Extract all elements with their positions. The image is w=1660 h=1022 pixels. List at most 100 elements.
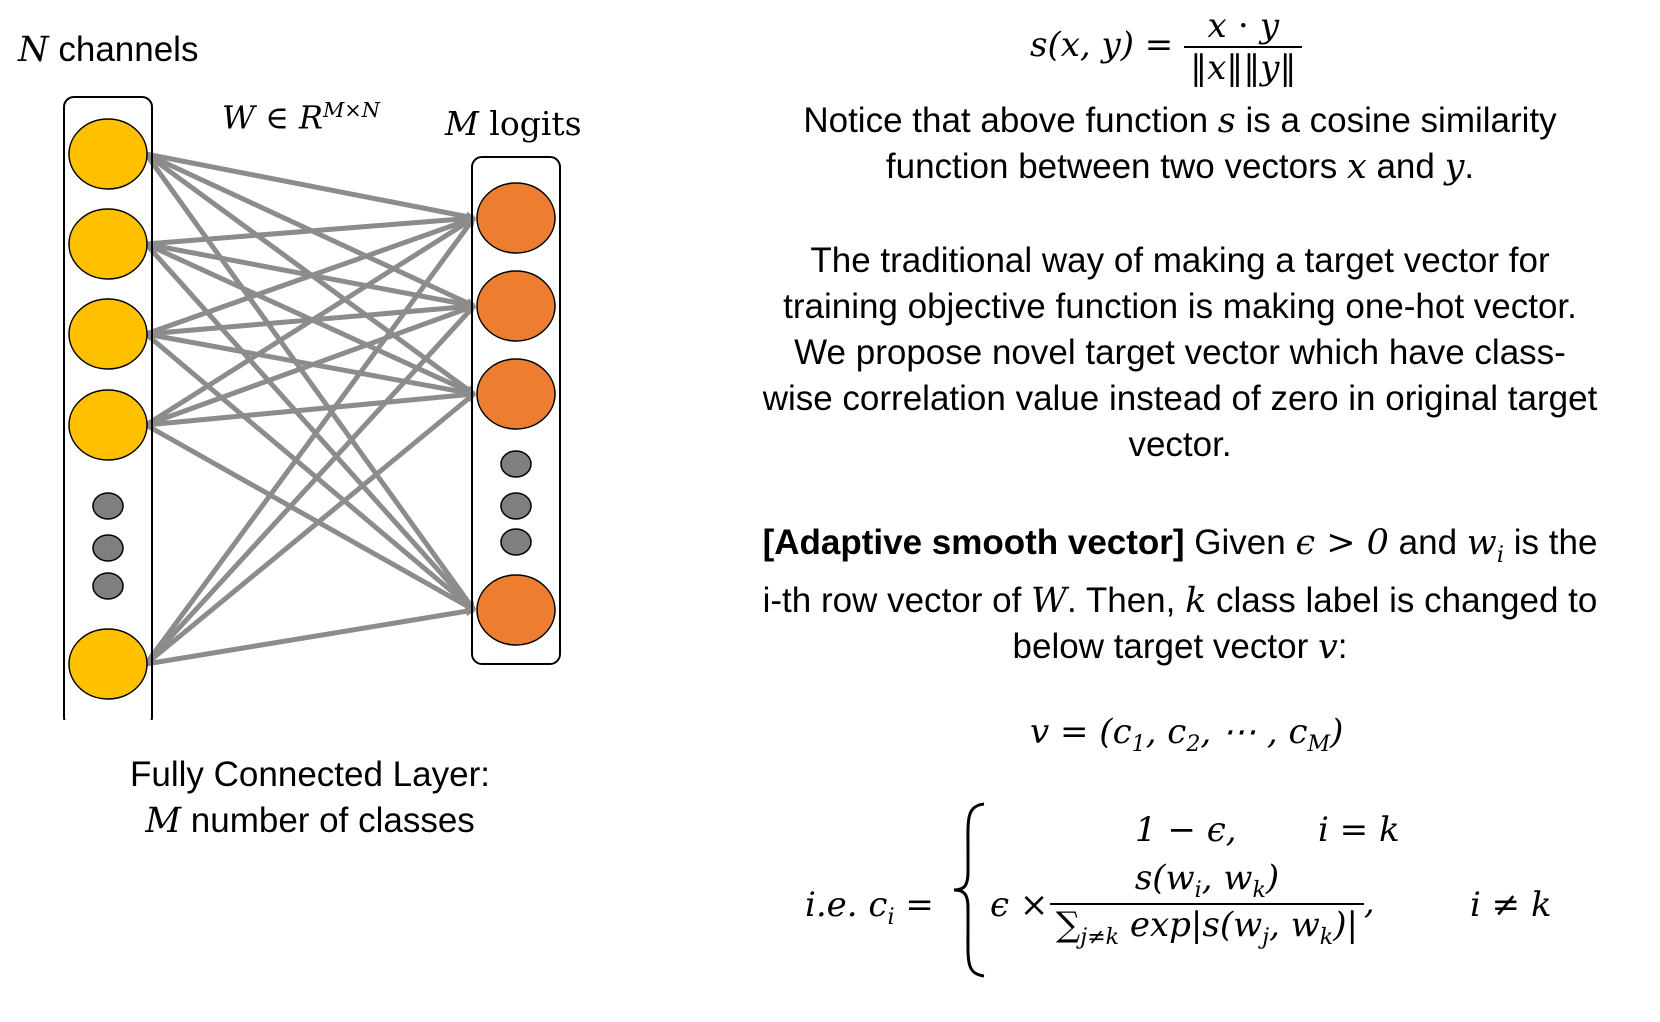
traditional-paragraph: The traditional way of making a target v…: [700, 238, 1660, 468]
notice-and: and: [1366, 147, 1445, 186]
ci-lhs: i.e. ci =: [805, 885, 934, 930]
neuron-nodes: [68, 118, 556, 700]
c2d-abs-open: |: [1190, 904, 1203, 945]
para3-line-2: i-th row vector of W. Then, k class labe…: [700, 578, 1660, 624]
para3-var-W: W: [1031, 581, 1068, 621]
output-ellipsis-node-2: [500, 528, 532, 556]
para3-var-v: v: [1317, 627, 1338, 667]
caption-line-2-text: number of classes: [181, 801, 475, 840]
weight-edge-3-1: [145, 303, 476, 428]
weight-edge-3-3: [144, 422, 476, 613]
vec-eq: v = (c: [1030, 712, 1132, 752]
notice-line-1: Notice that above function s is a cosine…: [700, 98, 1660, 144]
output-ellipsis-node-0: [500, 450, 532, 478]
input-node-0: [68, 118, 148, 190]
weight-edge-4-3: [145, 606, 476, 667]
para3-heading: [Adaptive smooth vector]: [762, 523, 1185, 562]
input-ellipsis-node-2: [92, 572, 124, 600]
c2d-k: k: [1319, 923, 1334, 950]
output-ellipsis-node-1: [500, 492, 532, 520]
para2-line-4: wise correlation value instead of zero i…: [762, 379, 1598, 418]
input-ellipsis-node-0: [92, 492, 124, 520]
c2d-s: s(w: [1202, 904, 1263, 945]
case-2-numerator: s(wi, wk): [1050, 858, 1364, 903]
logits-count-var: M: [445, 104, 479, 143]
case-2-comma: ,: [1363, 881, 1375, 922]
c2d-sub: j≠k: [1080, 923, 1120, 950]
weight-label-base: W ∈ R: [222, 98, 324, 137]
input-node-3: [68, 389, 148, 461]
para2-line-2: training objective function is making on…: [783, 287, 1577, 326]
weight-edge-1-3: [144, 242, 476, 612]
vec-end: ): [1330, 712, 1344, 752]
notice-text-1: Notice that above function: [803, 101, 1218, 140]
c2d-exp: exp: [1119, 904, 1191, 945]
cosine-denominator: ‖x‖‖y‖: [1184, 46, 1303, 88]
cases-brace: [953, 802, 985, 978]
output-node-1: [476, 270, 556, 342]
weight-edge-2-0: [145, 215, 476, 337]
weight-edge-0-3: [143, 152, 477, 612]
c2n-i: i: [1194, 876, 1202, 903]
case-2-denominator: ∑j≠k exp|s(wj, wk)|: [1050, 902, 1364, 950]
fc-layer-diagram: [63, 96, 561, 720]
input-node-4: [68, 628, 148, 700]
case-2-prefix: ϵ ×: [990, 885, 1049, 925]
cosine-formula: s(x, y) = x ⋅ y ‖x‖‖y‖: [1030, 6, 1303, 88]
case-1-value: 1 − ϵ,: [1135, 810, 1237, 850]
para3-line-1: [Adaptive smooth vector] Given ϵ > 0 and…: [700, 520, 1660, 578]
para3-text-2: and: [1388, 523, 1467, 562]
para2-line-5: vector.: [1128, 425, 1232, 464]
weight-edges: [143, 151, 477, 667]
para3-text-3: is the: [1504, 523, 1598, 562]
case-2-fraction: s(wi, wk) ∑j≠k exp|s(wj, wk)| ,: [1050, 858, 1375, 950]
notice-text-2: is a cosine similarity: [1235, 101, 1557, 140]
para3-text-1: Given: [1184, 523, 1296, 562]
logits-label-text: logits: [478, 104, 582, 143]
notice-paragraph: Notice that above function s is a cosine…: [700, 98, 1660, 190]
para3-text-8: :: [1337, 627, 1348, 666]
notice-var-s: s: [1217, 101, 1236, 141]
input-layer-box: [63, 96, 153, 720]
weight-edge-0-0: [145, 151, 476, 222]
para3-epsilon: ϵ > 0: [1295, 523, 1389, 563]
c2d-abs-close: |: [1346, 904, 1358, 945]
c2n-end: ): [1265, 858, 1280, 898]
vec-mid: , c: [1145, 712, 1187, 752]
cosine-fraction: x ⋅ y ‖x‖‖y‖: [1184, 6, 1303, 88]
input-label-text: channels: [48, 30, 199, 69]
vec-sub-1: 1: [1131, 730, 1146, 757]
para2-line-1: The traditional way of making a target v…: [810, 241, 1550, 280]
weight-edge-4-0: [143, 216, 477, 666]
notice-dot: .: [1464, 147, 1475, 186]
c2d-sum: ∑: [1056, 904, 1081, 945]
output-node-3: [476, 574, 556, 646]
case-2-frac: s(wi, wk) ∑j≠k exp|s(wj, wk)|: [1050, 858, 1364, 950]
weight-edge-3-2: [145, 389, 476, 428]
input-node-1: [68, 208, 148, 280]
para3-text-6: class label is changed to: [1206, 581, 1598, 620]
output-node-0: [476, 182, 556, 254]
diagram-caption: Fully Connected Layer: M number of class…: [60, 752, 560, 844]
notice-text-3: function between two vectors: [885, 147, 1347, 186]
vec-dots: , ⋯ , c: [1200, 712, 1308, 752]
para3-w: wi: [1466, 523, 1504, 568]
logits-label: M logits: [445, 104, 582, 143]
para3-line-3: below target vector v:: [700, 624, 1660, 670]
weight-matrix-label: W ∈ RM×N: [222, 98, 380, 137]
weight-label-sup: M×N: [323, 98, 380, 122]
notice-var-x: x: [1346, 147, 1367, 187]
para3-var-k: k: [1185, 581, 1207, 621]
c2n-a: s(w: [1134, 858, 1195, 898]
input-ellipsis-node-1: [92, 534, 124, 562]
para3-text-5: . Then,: [1067, 581, 1186, 620]
weight-edge-3-0: [144, 215, 476, 428]
para3-text-7: below target vector: [1012, 627, 1318, 666]
para3-w-base: w: [1466, 523, 1497, 563]
case-1-condition: i = k: [1318, 810, 1400, 850]
ie-eq: =: [894, 885, 934, 925]
c2d-j: j: [1262, 923, 1270, 950]
input-count-var: N: [18, 30, 49, 70]
c2d-end: ): [1333, 904, 1347, 945]
c2n-k: k: [1252, 876, 1266, 903]
